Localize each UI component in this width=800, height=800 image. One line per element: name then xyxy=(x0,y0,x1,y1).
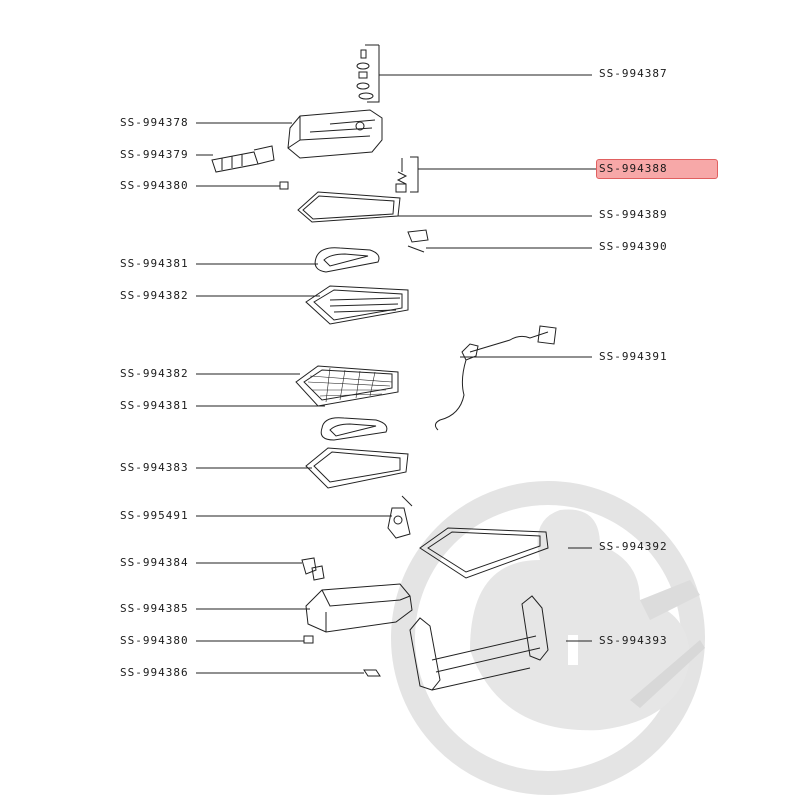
part-label-994382-waffle[interactable]: SS-994382 xyxy=(120,367,189,380)
stand-frame xyxy=(409,595,549,691)
heating-element xyxy=(314,247,380,273)
heating-element xyxy=(320,417,388,441)
handle xyxy=(211,145,275,173)
upper-plate xyxy=(297,191,401,223)
waffle-plate xyxy=(295,365,399,407)
part-label-994382[interactable]: SS-994382 xyxy=(120,289,189,302)
leader-bracket xyxy=(367,45,380,103)
latch-part xyxy=(407,229,429,253)
part-label-994380[interactable]: SS-994380 xyxy=(120,179,189,192)
clip xyxy=(303,635,314,644)
screw xyxy=(363,669,381,677)
clip-assembly xyxy=(301,557,325,581)
part-label-994388[interactable]: SS-994388 xyxy=(599,162,668,175)
part-label-994378[interactable]: SS-994378 xyxy=(120,116,189,129)
part-label-994393[interactable]: SS-994393 xyxy=(599,634,668,647)
part-label-994387[interactable]: SS-994387 xyxy=(599,67,668,80)
power-cord xyxy=(434,325,557,431)
part-label-994381-lower[interactable]: SS-994381 xyxy=(120,399,189,412)
part-label-994392[interactable]: SS-994392 xyxy=(599,540,668,553)
top-cover xyxy=(287,109,383,159)
part-label-994385[interactable]: SS-994385 xyxy=(120,602,189,615)
part-label-994380-lower[interactable]: SS-994380 xyxy=(120,634,189,647)
spring-part xyxy=(395,158,408,193)
part-label-994383[interactable]: SS-994383 xyxy=(120,461,189,474)
drip-tray xyxy=(419,527,549,579)
part-label-994390[interactable]: SS-994390 xyxy=(599,240,668,253)
hinge-parts-stack xyxy=(356,49,374,100)
part-label-994384[interactable]: SS-994384 xyxy=(120,556,189,569)
part-label-994386[interactable]: SS-994386 xyxy=(120,666,189,679)
clip xyxy=(279,181,289,190)
base-housing xyxy=(305,583,413,633)
hinge-bracket xyxy=(387,495,413,539)
leader-bracket xyxy=(410,156,419,193)
part-label-994381[interactable]: SS-994381 xyxy=(120,257,189,270)
grill-plate xyxy=(305,285,409,325)
part-label-994389[interactable]: SS-994389 xyxy=(599,208,668,221)
part-label-995491[interactable]: SS-995491 xyxy=(120,509,189,522)
lower-plate xyxy=(305,447,409,489)
highlight-box xyxy=(596,159,718,179)
part-label-994379[interactable]: SS-994379 xyxy=(120,148,189,161)
part-label-994391[interactable]: SS-994391 xyxy=(599,350,668,363)
